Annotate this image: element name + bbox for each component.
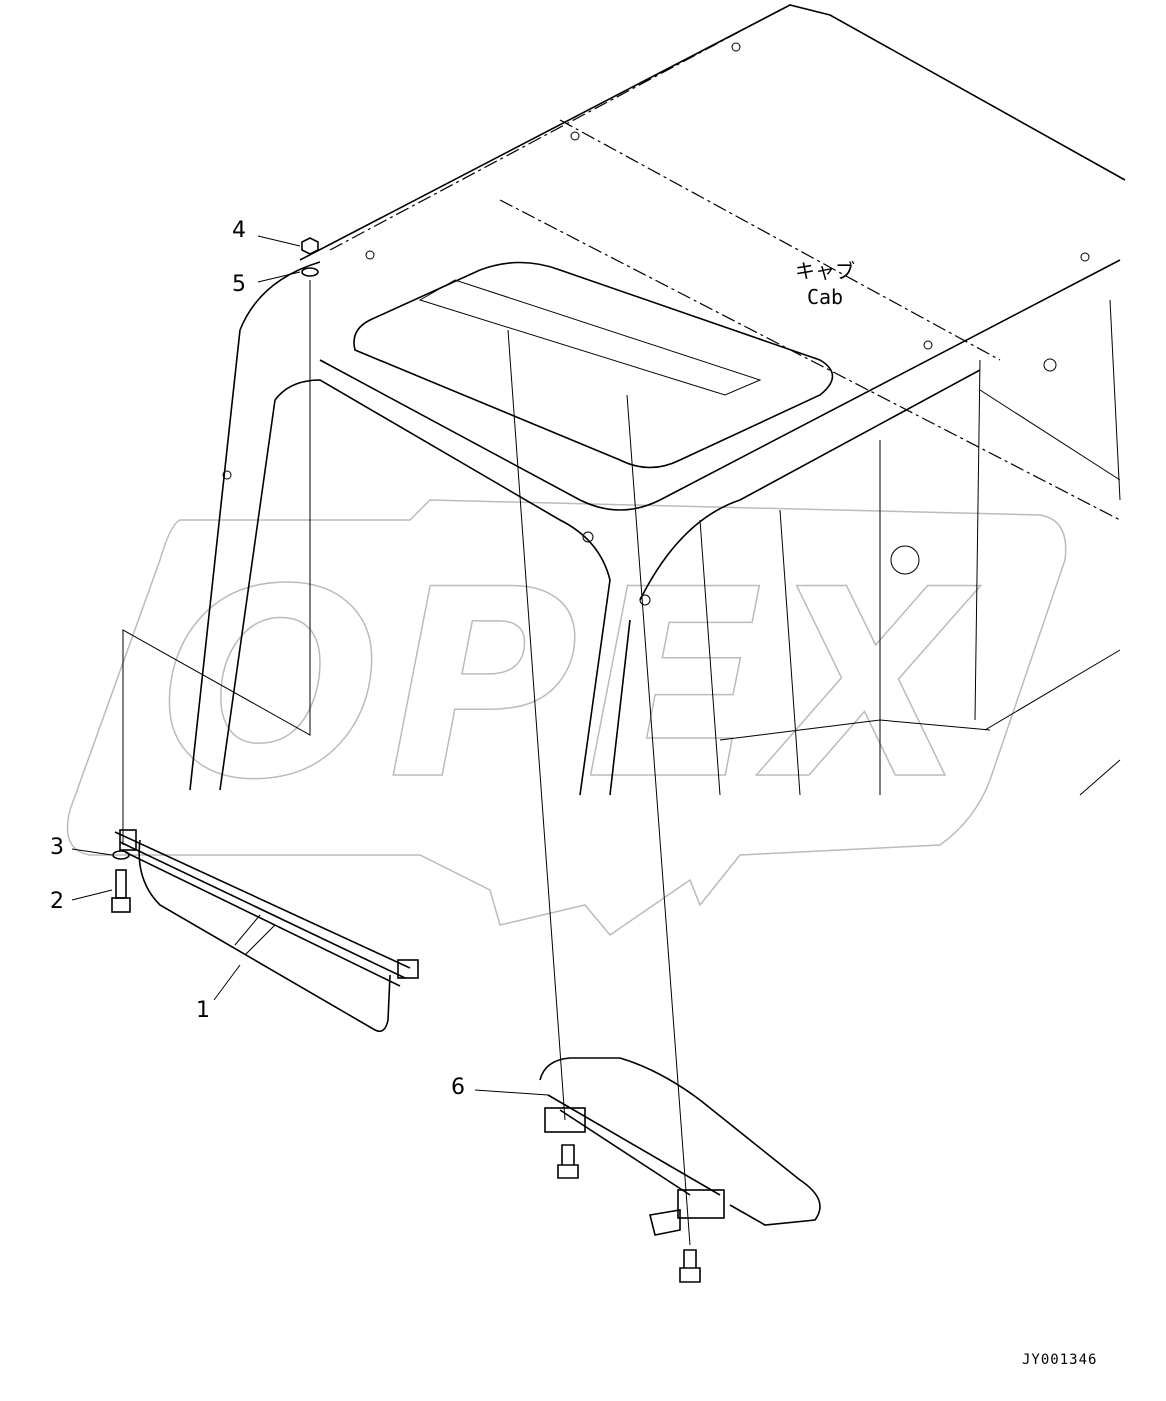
drawing-code: JY001346 (1022, 1352, 1098, 1368)
nut-part-4 (301, 237, 319, 255)
svg-text:OPEX: OPEX (160, 535, 981, 837)
washer-part-3 (112, 850, 130, 860)
callout-1: 1 (196, 998, 210, 1023)
sun-visor-part-6 (539, 1057, 821, 1283)
callout-6: 6 (451, 1075, 465, 1100)
cab-label-en: Cab (806, 285, 844, 309)
washer-part-5 (301, 267, 319, 277)
sun-visor-part-1 (114, 829, 419, 1033)
assembly-line-right (626, 394, 691, 1246)
assembly-line-center (507, 329, 566, 1121)
callout-leaders (71, 235, 549, 1096)
cab-label: キャブ Cab (790, 258, 860, 310)
opex-watermark-logo: OPEX (66, 499, 1067, 937)
assembly-line-left (122, 280, 311, 845)
callout-5: 5 (232, 272, 246, 297)
callout-3: 3 (50, 835, 64, 860)
bolt-part-2 (111, 869, 131, 913)
callout-2: 2 (50, 889, 64, 914)
cab-frame (189, 4, 1126, 796)
callout-4: 4 (232, 218, 246, 243)
cab-label-jp: キャブ (795, 259, 855, 283)
